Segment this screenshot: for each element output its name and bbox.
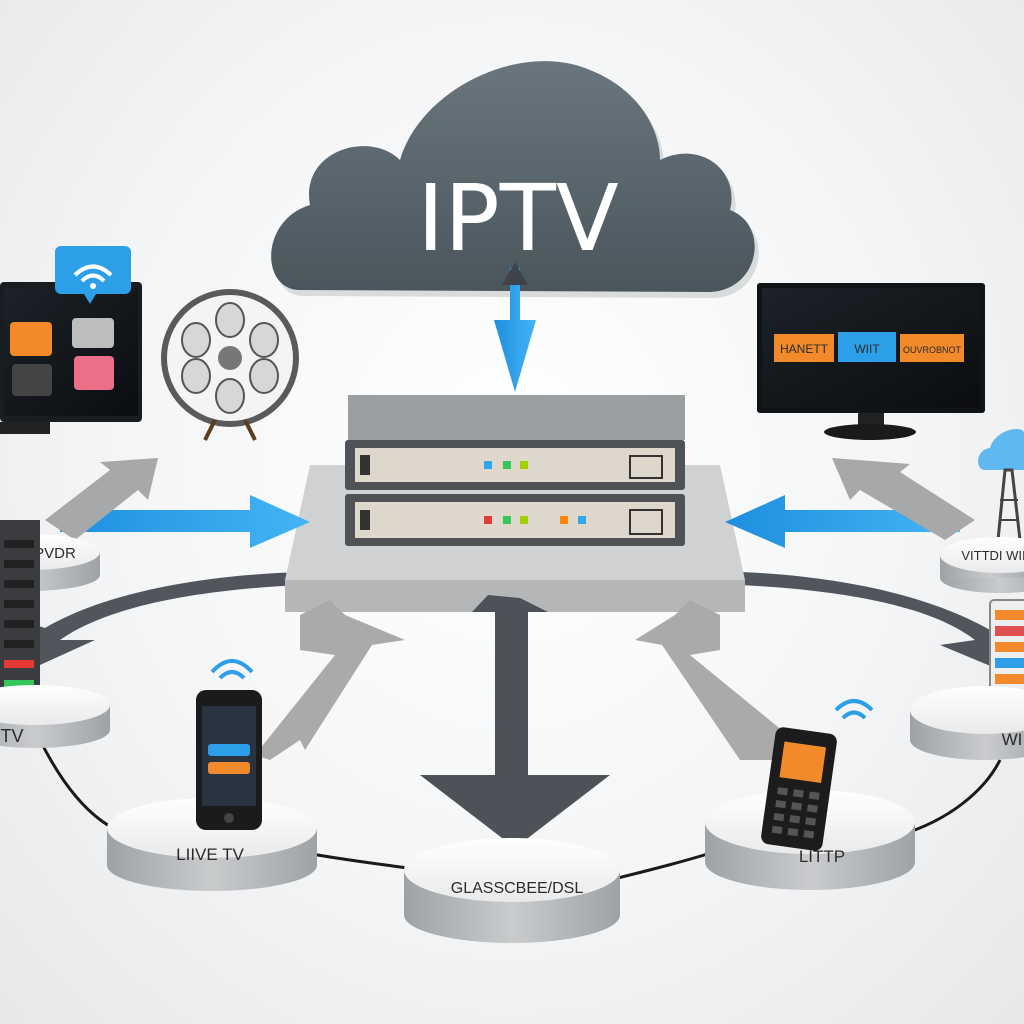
node-left-top-label: PVDR (34, 545, 76, 562)
node-live-tv-label: LIIVE TV (176, 845, 244, 864)
cloud-server-arrow (494, 262, 536, 392)
left-smart-tv (0, 246, 142, 434)
node-glass-label: GLASSCBEE/DSL (451, 880, 584, 897)
node-right-bottom-label: WI (1002, 730, 1023, 749)
film-reel-icon (161, 289, 299, 441)
right-tv: HANETT WIIT OUVROBNOT (757, 283, 985, 440)
node-glass: GLASSCBEE/DSL (404, 838, 620, 943)
iptv-cloud: IPTV (271, 61, 759, 299)
node-left-bottom-label: TV (0, 726, 23, 746)
node-right-top: VITTDI WIIDI (940, 537, 1024, 593)
tv-button-2: WIIT (854, 342, 880, 356)
feature-phone-icon (761, 699, 874, 851)
tv-button-1: HANETT (780, 342, 829, 356)
node-right-bottom: WI (910, 686, 1024, 760)
blue-side-arrows (60, 495, 960, 548)
ring-arrows (20, 572, 1010, 670)
cloud-title: IPTV (417, 165, 619, 272)
smartphone-icon (196, 659, 262, 830)
node-litp-label: LITTP (799, 847, 845, 866)
server-stack (345, 395, 685, 546)
antenna-tower-icon (978, 428, 1024, 542)
tablet-icon (989, 599, 1024, 716)
gray-arrows (45, 458, 975, 848)
node-live-tv: LIIVE TV (107, 798, 317, 891)
node-left-bottom: TV (0, 685, 110, 748)
node-right-top-label: VITTDI WIIDI (961, 548, 1024, 563)
server-leds (484, 461, 586, 524)
tv-button-3: OUVROBNOT (903, 345, 962, 355)
